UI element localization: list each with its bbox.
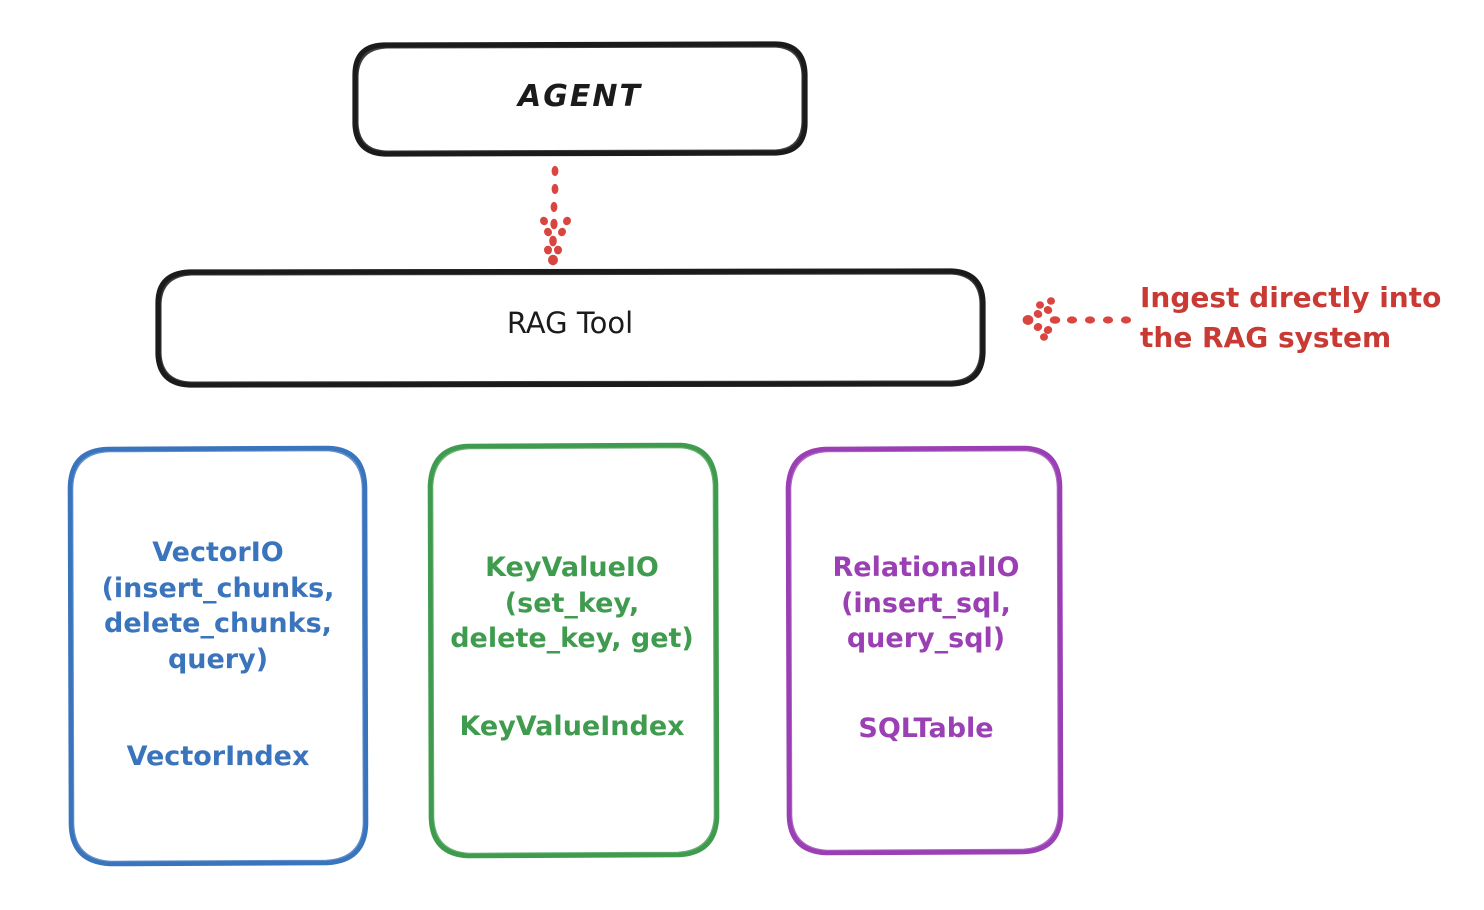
annotation-to-rag-arrow	[1022, 297, 1132, 341]
agent-box-shape	[352, 41, 808, 157]
agent-box-shape-overstroke	[355, 44, 805, 154]
rag-tool-box-shape-overstroke	[158, 271, 983, 385]
agent-to-rag-arrow	[540, 165, 571, 266]
key-value-io-box-shape-overstroke	[430, 445, 717, 856]
rag-tool-box-shape	[155, 268, 986, 388]
key-value-io-box-shape	[427, 442, 720, 859]
relational-io-box-shape	[785, 445, 1064, 856]
vector-io-box-shape	[67, 445, 369, 867]
relational-io-box-shape-overstroke	[788, 448, 1061, 853]
vector-io-box-shape-overstroke	[70, 448, 366, 864]
